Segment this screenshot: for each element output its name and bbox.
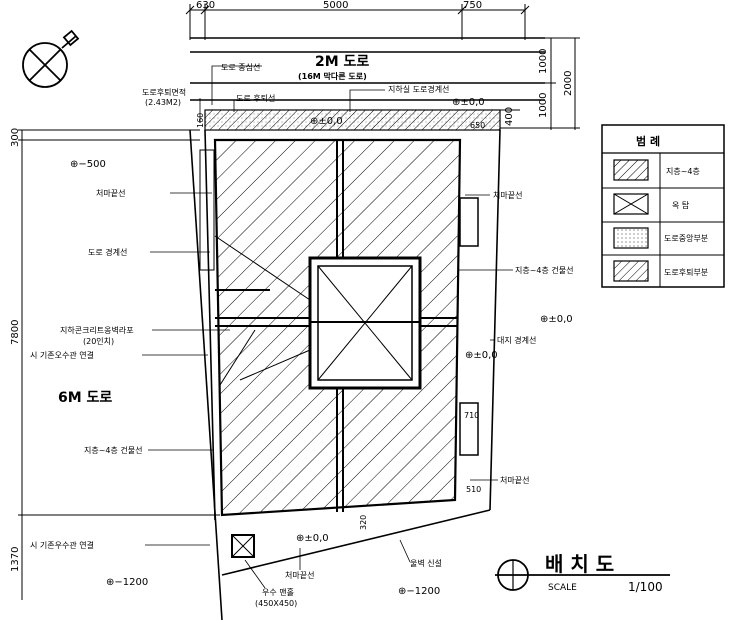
legend-title: 범 례 (636, 134, 660, 148)
level-right-a: ⊕±0,0 (540, 314, 573, 325)
window-right-b (459, 402, 479, 456)
dim-right-400: 400 (504, 107, 515, 126)
road-setback-dots (205, 110, 500, 130)
scale-label: SCALE (548, 583, 577, 593)
note-road-setback: 도로 후퇴선 (236, 94, 275, 103)
note-building-line-right: 지층~4층 건물선 (515, 265, 574, 275)
note-rain-link: 시 기존우수관 연결 (30, 540, 94, 550)
legend-item-1: 옥 탑 (672, 201, 690, 210)
dim-right-2000: 2000 (563, 71, 574, 96)
legend-swatch-dots (613, 227, 649, 249)
note-eave-left: 처마끝선 (96, 189, 125, 198)
north-arrow-icon (22, 29, 80, 88)
legend-swatch-hatch2 (613, 260, 649, 282)
note-eave-bottom: 처마끝선 (285, 571, 314, 580)
title-block: 배 치 도 SCALE 1/100 (495, 552, 670, 594)
level-site-a: ⊕±0,0 (310, 116, 343, 127)
legend-item-3: 도로후퇴부분 (664, 268, 708, 277)
dim-right-1000b: 1000 (538, 93, 549, 118)
dim-left-7800: 7800 (10, 320, 21, 345)
dim-inner-160: 160 (196, 113, 205, 128)
leader-lines (142, 65, 513, 589)
dim-inner-510: 510 (466, 485, 481, 494)
left-dimensions (18, 129, 220, 600)
top-dimensions (185, 4, 530, 40)
note-building-line: 지층~4층 건물선 (84, 445, 143, 455)
stair-lines (214, 235, 311, 386)
level-bottom-a: ⊕−1200 (106, 577, 148, 588)
note-road-center: 도로 중심선 (221, 62, 260, 72)
dim-top-750: 750 (463, 0, 482, 11)
level-left-low: ⊕−500 (70, 159, 106, 170)
level-bottom-b: ⊕−1200 (398, 586, 440, 597)
note-sewer-link: 시 기존오수관 연결 (30, 350, 94, 360)
note-eave-right2: 처마끝선 (500, 476, 529, 485)
dim-left-1370: 1370 (10, 547, 21, 572)
note-site-boundary: 대지 경계선 (497, 335, 536, 345)
top-road-name: 2M 도로 (315, 54, 369, 70)
top-road-sub: (16M 막다른 도로) (298, 71, 367, 81)
dim-inner-710: 710 (464, 411, 479, 420)
note-retaining-sub: (20인치) (83, 336, 114, 346)
legend-swatch-hatch (613, 159, 649, 181)
scale-value: 1/100 (628, 580, 663, 594)
note-retaining: 지하콘크리트옹벽라포 (60, 325, 134, 335)
site-boundary (189, 129, 501, 620)
left-road-name: 6M 도로 (58, 390, 112, 406)
note-road-boundary: 도로 경계선 (88, 247, 127, 257)
rain-pit (231, 534, 255, 558)
dim-top-630: 630 (196, 0, 215, 11)
title-text: 배 치 도 (545, 552, 614, 576)
note-basement-boundary: 지하실 도로경계선 (388, 84, 449, 94)
level-top-right: ⊕±0,0 (452, 97, 485, 108)
note-eave-right: 처마끝선 (493, 191, 522, 200)
rain-pit-x-b (231, 534, 255, 558)
window-right-a (459, 197, 479, 247)
note-fence: 울벽 신설 (410, 558, 442, 568)
note-road-area: 도로후퇴면적 (142, 87, 186, 97)
dim-right-1000a: 1000 (538, 49, 549, 74)
dim-top-5000: 5000 (323, 0, 348, 11)
level-bottom-site: ⊕±0,0 (296, 533, 329, 544)
dim-inner-320: 320 (359, 515, 368, 530)
legend-item-0: 지층~4층 (666, 167, 700, 176)
building-walls (215, 140, 458, 512)
note-road-area-value: (2.43M2) (145, 98, 181, 107)
window-left (199, 149, 215, 271)
note-rain-pit: 우수 맨홀 (262, 587, 294, 597)
legend-item-2: 도로중앙부분 (664, 233, 708, 243)
legend: 범 례 지층~4층 옥 탑 도로중앙부분 도로후퇴부분 (601, 124, 725, 288)
legend-cross-b (613, 193, 649, 215)
note-rain-pit-size: (450X450) (255, 599, 297, 608)
dim-inner-650: 650 (470, 121, 485, 130)
level-right-b: ⊕±0,0 (465, 350, 498, 361)
top-road-lines (190, 37, 545, 101)
dim-left-300: 300 (10, 128, 21, 147)
